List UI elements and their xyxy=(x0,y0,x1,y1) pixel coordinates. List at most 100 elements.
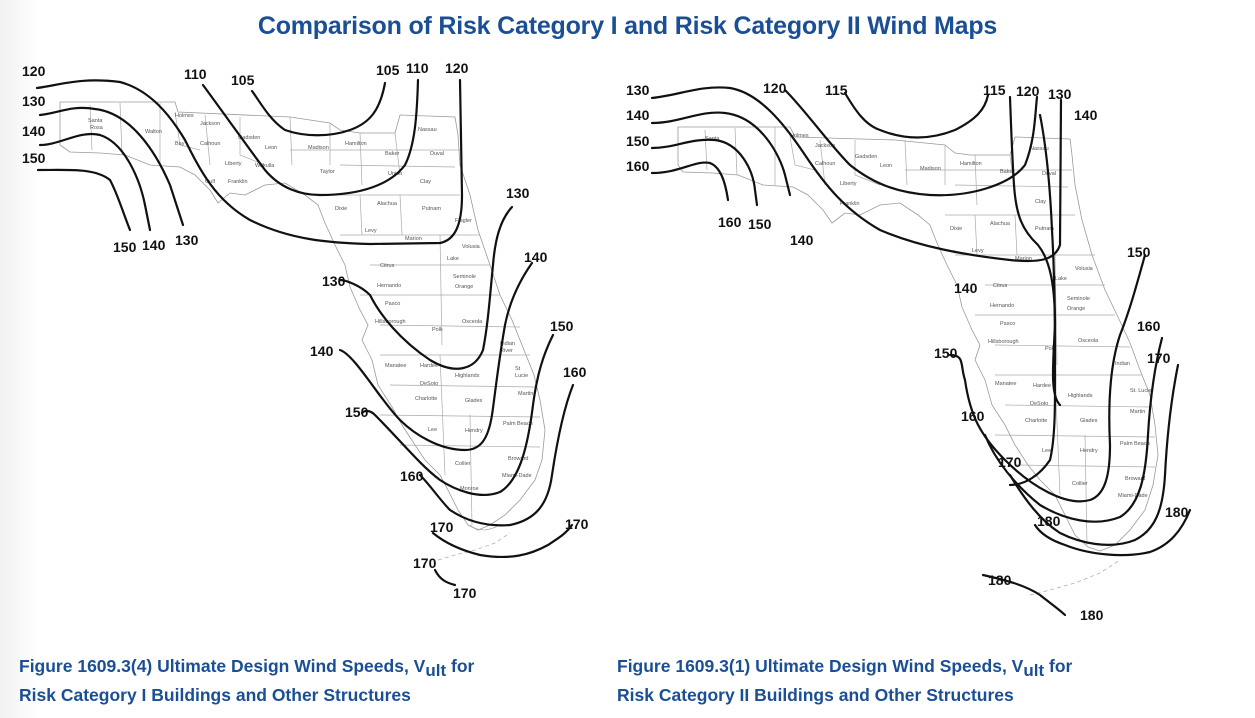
svg-text:130: 130 xyxy=(22,93,46,109)
svg-text:140: 140 xyxy=(524,249,548,265)
svg-text:Leon: Leon xyxy=(880,163,892,169)
svg-text:Alachua: Alachua xyxy=(377,201,398,207)
svg-text:Hardee: Hardee xyxy=(420,363,438,369)
svg-text:Glades: Glades xyxy=(465,398,483,404)
svg-text:Clay: Clay xyxy=(420,179,431,185)
svg-text:Lake: Lake xyxy=(447,256,459,262)
isotach-lines xyxy=(35,78,575,587)
svg-text:St: St xyxy=(515,366,521,372)
svg-text:180: 180 xyxy=(1037,513,1061,529)
svg-text:Franklin: Franklin xyxy=(840,201,860,207)
svg-text:Hendry: Hendry xyxy=(465,428,483,434)
florida-map-rc2: Santa Holmes Jackson Calhoun Liberty Fra… xyxy=(626,80,1192,623)
svg-text:Hillsborough: Hillsborough xyxy=(988,339,1019,345)
svg-text:Indian: Indian xyxy=(1115,361,1130,367)
svg-text:180: 180 xyxy=(1080,607,1104,623)
svg-text:Highlands: Highlands xyxy=(455,373,480,379)
svg-text:Lake: Lake xyxy=(1055,276,1067,282)
svg-text:Santa: Santa xyxy=(88,118,103,124)
svg-text:140: 140 xyxy=(626,107,650,123)
svg-text:140: 140 xyxy=(1074,107,1098,123)
svg-text:Hamilton: Hamilton xyxy=(345,141,367,147)
svg-text:Miami-Dade: Miami-Dade xyxy=(502,473,532,479)
svg-text:Hernando: Hernando xyxy=(377,283,401,289)
svg-text:Seminole: Seminole xyxy=(453,274,476,280)
isotach-lines xyxy=(650,86,1192,617)
svg-text:170: 170 xyxy=(565,516,589,532)
svg-text:Broward: Broward xyxy=(508,456,528,462)
svg-text:Monroe: Monroe xyxy=(460,486,479,492)
svg-text:Orange: Orange xyxy=(455,284,473,290)
svg-text:160: 160 xyxy=(626,158,650,174)
isotach-labels: 120 130 140 150 110 105 105 110 120 150 … xyxy=(22,60,589,601)
svg-text:Baker: Baker xyxy=(385,151,400,157)
svg-text:160: 160 xyxy=(563,364,587,380)
svg-text:170: 170 xyxy=(453,585,477,601)
svg-text:Lee: Lee xyxy=(1042,448,1051,454)
svg-text:Seminole: Seminole xyxy=(1067,296,1090,302)
svg-text:120: 120 xyxy=(22,63,46,79)
svg-text:Taylor: Taylor xyxy=(320,169,335,175)
svg-text:Jackson: Jackson xyxy=(200,121,220,127)
svg-text:110: 110 xyxy=(184,66,207,82)
svg-text:Hardee: Hardee xyxy=(1033,383,1051,389)
svg-text:Walton: Walton xyxy=(145,129,162,135)
svg-text:170: 170 xyxy=(430,519,454,535)
svg-text:Bay: Bay xyxy=(175,141,185,147)
svg-text:130: 130 xyxy=(175,232,199,248)
svg-text:150: 150 xyxy=(345,404,369,420)
svg-text:Gadsden: Gadsden xyxy=(238,135,260,141)
svg-text:Madison: Madison xyxy=(308,145,329,151)
svg-text:Polk: Polk xyxy=(1045,346,1056,352)
svg-text:Jackson: Jackson xyxy=(815,143,835,149)
svg-text:120: 120 xyxy=(445,60,469,76)
svg-text:DeSoto: DeSoto xyxy=(420,381,438,387)
svg-text:Holmes: Holmes xyxy=(790,133,809,139)
svg-text:170: 170 xyxy=(998,454,1022,470)
svg-text:115: 115 xyxy=(983,82,1006,98)
svg-text:Charlotte: Charlotte xyxy=(415,396,437,402)
svg-text:105: 105 xyxy=(231,72,255,88)
svg-text:Marion: Marion xyxy=(405,236,422,242)
svg-text:Gulf: Gulf xyxy=(205,179,216,185)
svg-text:170: 170 xyxy=(413,555,437,571)
svg-text:Volusia: Volusia xyxy=(1075,266,1094,272)
svg-text:160: 160 xyxy=(1137,318,1161,334)
svg-text:Hendry: Hendry xyxy=(1080,448,1098,454)
svg-text:Indian: Indian xyxy=(500,341,515,347)
svg-text:Wakulla: Wakulla xyxy=(255,163,275,169)
svg-text:Madison: Madison xyxy=(920,166,941,172)
svg-text:Leon: Leon xyxy=(265,145,277,151)
svg-text:DeSoto: DeSoto xyxy=(1030,401,1048,407)
svg-text:120: 120 xyxy=(763,80,787,96)
svg-text:Dixie: Dixie xyxy=(950,226,962,232)
svg-text:140: 140 xyxy=(310,343,334,359)
svg-text:Holmes: Holmes xyxy=(175,113,194,119)
svg-text:150: 150 xyxy=(113,239,137,255)
svg-text:Clay: Clay xyxy=(1035,199,1046,205)
svg-text:Putnam: Putnam xyxy=(1035,226,1054,232)
svg-text:Nassau: Nassau xyxy=(418,127,437,133)
svg-text:Orange: Orange xyxy=(1067,306,1085,312)
svg-text:Citrus: Citrus xyxy=(993,283,1008,289)
svg-text:Flagler: Flagler xyxy=(455,218,472,224)
svg-text:Manatee: Manatee xyxy=(385,363,406,369)
svg-text:Palm Beach: Palm Beach xyxy=(503,421,533,427)
svg-text:105: 105 xyxy=(376,62,400,78)
svg-text:170: 170 xyxy=(1147,350,1171,366)
caption-line-1: Figure 1609.3(4) Ultimate Design Wind Sp… xyxy=(19,656,475,680)
svg-text:St. Lucie: St. Lucie xyxy=(1130,388,1151,394)
svg-text:Osceola: Osceola xyxy=(462,319,483,325)
svg-text:150: 150 xyxy=(934,345,958,361)
svg-text:115: 115 xyxy=(825,82,848,98)
svg-text:Calhoun: Calhoun xyxy=(200,141,221,147)
svg-text:130: 130 xyxy=(626,82,650,98)
svg-text:Lucie: Lucie xyxy=(515,373,528,379)
svg-text:140: 140 xyxy=(142,237,166,253)
svg-text:Manatee: Manatee xyxy=(995,381,1016,387)
svg-text:Hamilton: Hamilton xyxy=(960,161,982,167)
svg-text:Gadsden: Gadsden xyxy=(855,154,877,160)
svg-text:140: 140 xyxy=(22,123,46,139)
